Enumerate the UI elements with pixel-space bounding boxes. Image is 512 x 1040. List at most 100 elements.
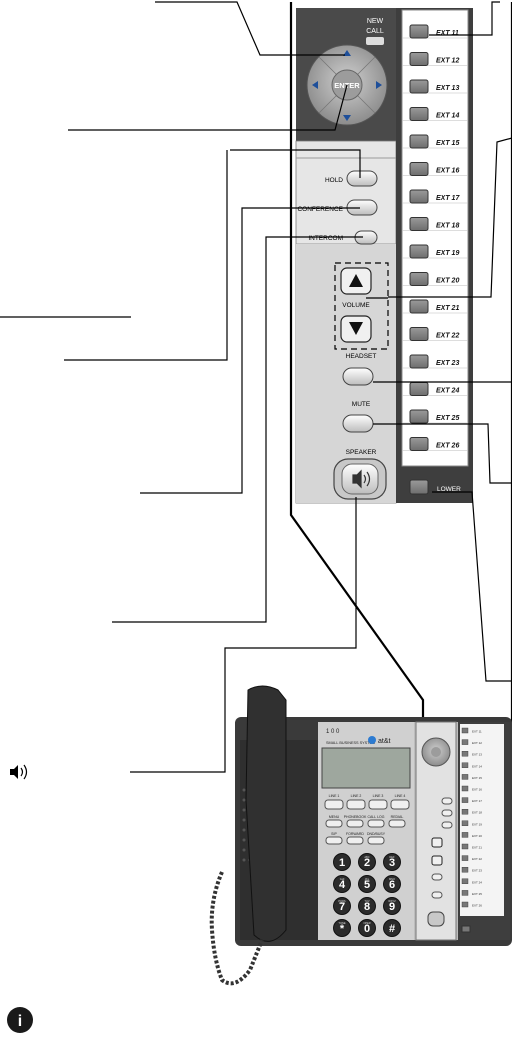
dial-key-button[interactable] <box>333 897 351 915</box>
mute-button[interactable] <box>342 414 374 433</box>
func-key-button[interactable] <box>325 836 343 845</box>
line-key-button[interactable] <box>368 799 388 810</box>
func-key-button[interactable] <box>346 819 364 828</box>
dial-key-letters: GHI <box>340 877 345 881</box>
mini-ext-key[interactable] <box>461 809 469 815</box>
headset-label: HEADSET <box>346 353 377 360</box>
mini-ext-key[interactable] <box>461 890 469 896</box>
ext-key-button[interactable] <box>409 272 429 286</box>
ext-key-label: EXT 11 <box>436 30 459 37</box>
func-key-button[interactable] <box>388 819 406 828</box>
ext-key-button[interactable] <box>409 79 429 94</box>
ext-key-button[interactable] <box>409 162 429 176</box>
phone-brand: at&t <box>378 738 391 745</box>
ext-key-button[interactable] <box>409 134 429 149</box>
mini-ext-key[interactable] <box>461 785 469 792</box>
ext-key-button[interactable] <box>409 24 429 39</box>
mini-ext-label: EXT 19 <box>472 822 482 826</box>
mini-ext-key[interactable] <box>461 727 469 734</box>
lower-key[interactable] <box>409 479 429 495</box>
ext-key-label: EXT 15 <box>436 140 459 147</box>
func-key-button[interactable] <box>325 819 343 828</box>
ext-key-button[interactable] <box>409 382 429 396</box>
mini-ext-label: EXT 16 <box>472 788 482 792</box>
phone-system-name: SMALL BUSINESS SYSTEM <box>326 741 375 745</box>
headset-button[interactable] <box>342 367 374 386</box>
dial-key-button[interactable] <box>383 897 401 915</box>
mini-ext-key[interactable] <box>461 751 469 757</box>
dial-key-digit: 2 <box>364 857 370 869</box>
ext-key-button[interactable] <box>409 52 429 66</box>
mini-ext-label: EXT 24 <box>472 880 482 884</box>
mini-ext-key[interactable] <box>461 878 469 884</box>
dial-key-button[interactable] <box>333 875 351 893</box>
hold-label: HOLD <box>325 177 343 184</box>
nav-left-arrow-icon[interactable] <box>312 81 318 89</box>
nav-down-arrow-icon[interactable] <box>343 115 351 121</box>
mini-ext-label: EXT 20 <box>472 834 482 838</box>
ext-key-button[interactable] <box>409 217 429 231</box>
ext-key-button[interactable] <box>409 107 429 121</box>
mini-ext-key[interactable] <box>461 832 469 838</box>
line-key-button[interactable] <box>346 799 366 810</box>
dial-key-button[interactable] <box>358 875 376 893</box>
mini-ext-key[interactable] <box>461 762 469 768</box>
dial-key-digit: 0 <box>364 923 370 935</box>
dial-key-button[interactable] <box>358 919 376 937</box>
dial-key-button[interactable] <box>333 853 351 871</box>
ext-key-button[interactable] <box>409 327 429 341</box>
ext-key-button[interactable] <box>409 189 429 204</box>
dial-key-letters: MNO <box>389 877 395 881</box>
mini-ext-key[interactable] <box>461 739 469 745</box>
mini-ext-key[interactable] <box>461 774 469 780</box>
mini-ext-key[interactable] <box>461 855 469 861</box>
mini-ext-key[interactable] <box>461 820 469 826</box>
ext-key-button[interactable] <box>409 437 429 451</box>
mini-ext-label: EXT 12 <box>472 741 482 745</box>
dial-key-digit: 9 <box>389 901 395 913</box>
mini-ext-label: EXT 14 <box>472 764 482 768</box>
func-key-button[interactable] <box>367 819 385 828</box>
phone-lcd <box>321 747 411 789</box>
dial-key-button[interactable] <box>358 853 376 871</box>
ext-key-button[interactable] <box>409 354 429 369</box>
new-call-label-2: CALL <box>366 28 384 35</box>
line-key-button[interactable] <box>390 799 410 810</box>
dial-key-button[interactable] <box>333 919 351 937</box>
leader-lines <box>0 1 512 773</box>
dial-key-button[interactable] <box>383 853 401 871</box>
dial-key-digit: # <box>389 923 395 935</box>
ext-key-button[interactable] <box>409 299 429 314</box>
dial-key-letters: TUV <box>364 899 369 903</box>
speaker-icon <box>352 469 371 489</box>
dial-key-digit: 6 <box>389 879 395 891</box>
dial-key-button[interactable] <box>383 919 401 937</box>
dial-key-letters: JKL <box>365 877 370 881</box>
ext-key-button[interactable] <box>409 409 429 424</box>
mini-ext-label: EXT 11 <box>472 730 482 734</box>
mini-ext-key[interactable] <box>461 843 469 850</box>
dial-key-digit: 5 <box>364 879 370 891</box>
dial-key-button[interactable] <box>358 897 376 915</box>
func-key-label: FORWARD <box>346 832 364 836</box>
func-key-label: REDIAL <box>391 815 404 819</box>
hold-button[interactable] <box>346 170 378 187</box>
line-key-button[interactable] <box>324 799 344 810</box>
ext-key-button[interactable] <box>409 244 429 259</box>
mini-ext-key[interactable] <box>461 797 469 803</box>
func-key-button[interactable] <box>367 836 385 845</box>
speaker-label: SPEAKER <box>346 449 377 456</box>
func-key-button[interactable] <box>346 836 364 845</box>
nav-right-arrow-icon[interactable] <box>376 81 382 89</box>
line-key-label: LINE 1 <box>329 794 340 798</box>
intercom-label: INTERCOM <box>308 235 343 242</box>
mini-ext-key[interactable] <box>461 901 469 908</box>
mini-ext-key[interactable] <box>461 867 469 873</box>
volume-down-icon <box>349 322 363 335</box>
note-info-icon: i <box>7 1007 33 1033</box>
dial-key-button[interactable] <box>383 875 401 893</box>
ext-key-label: EXT 21 <box>436 305 459 312</box>
